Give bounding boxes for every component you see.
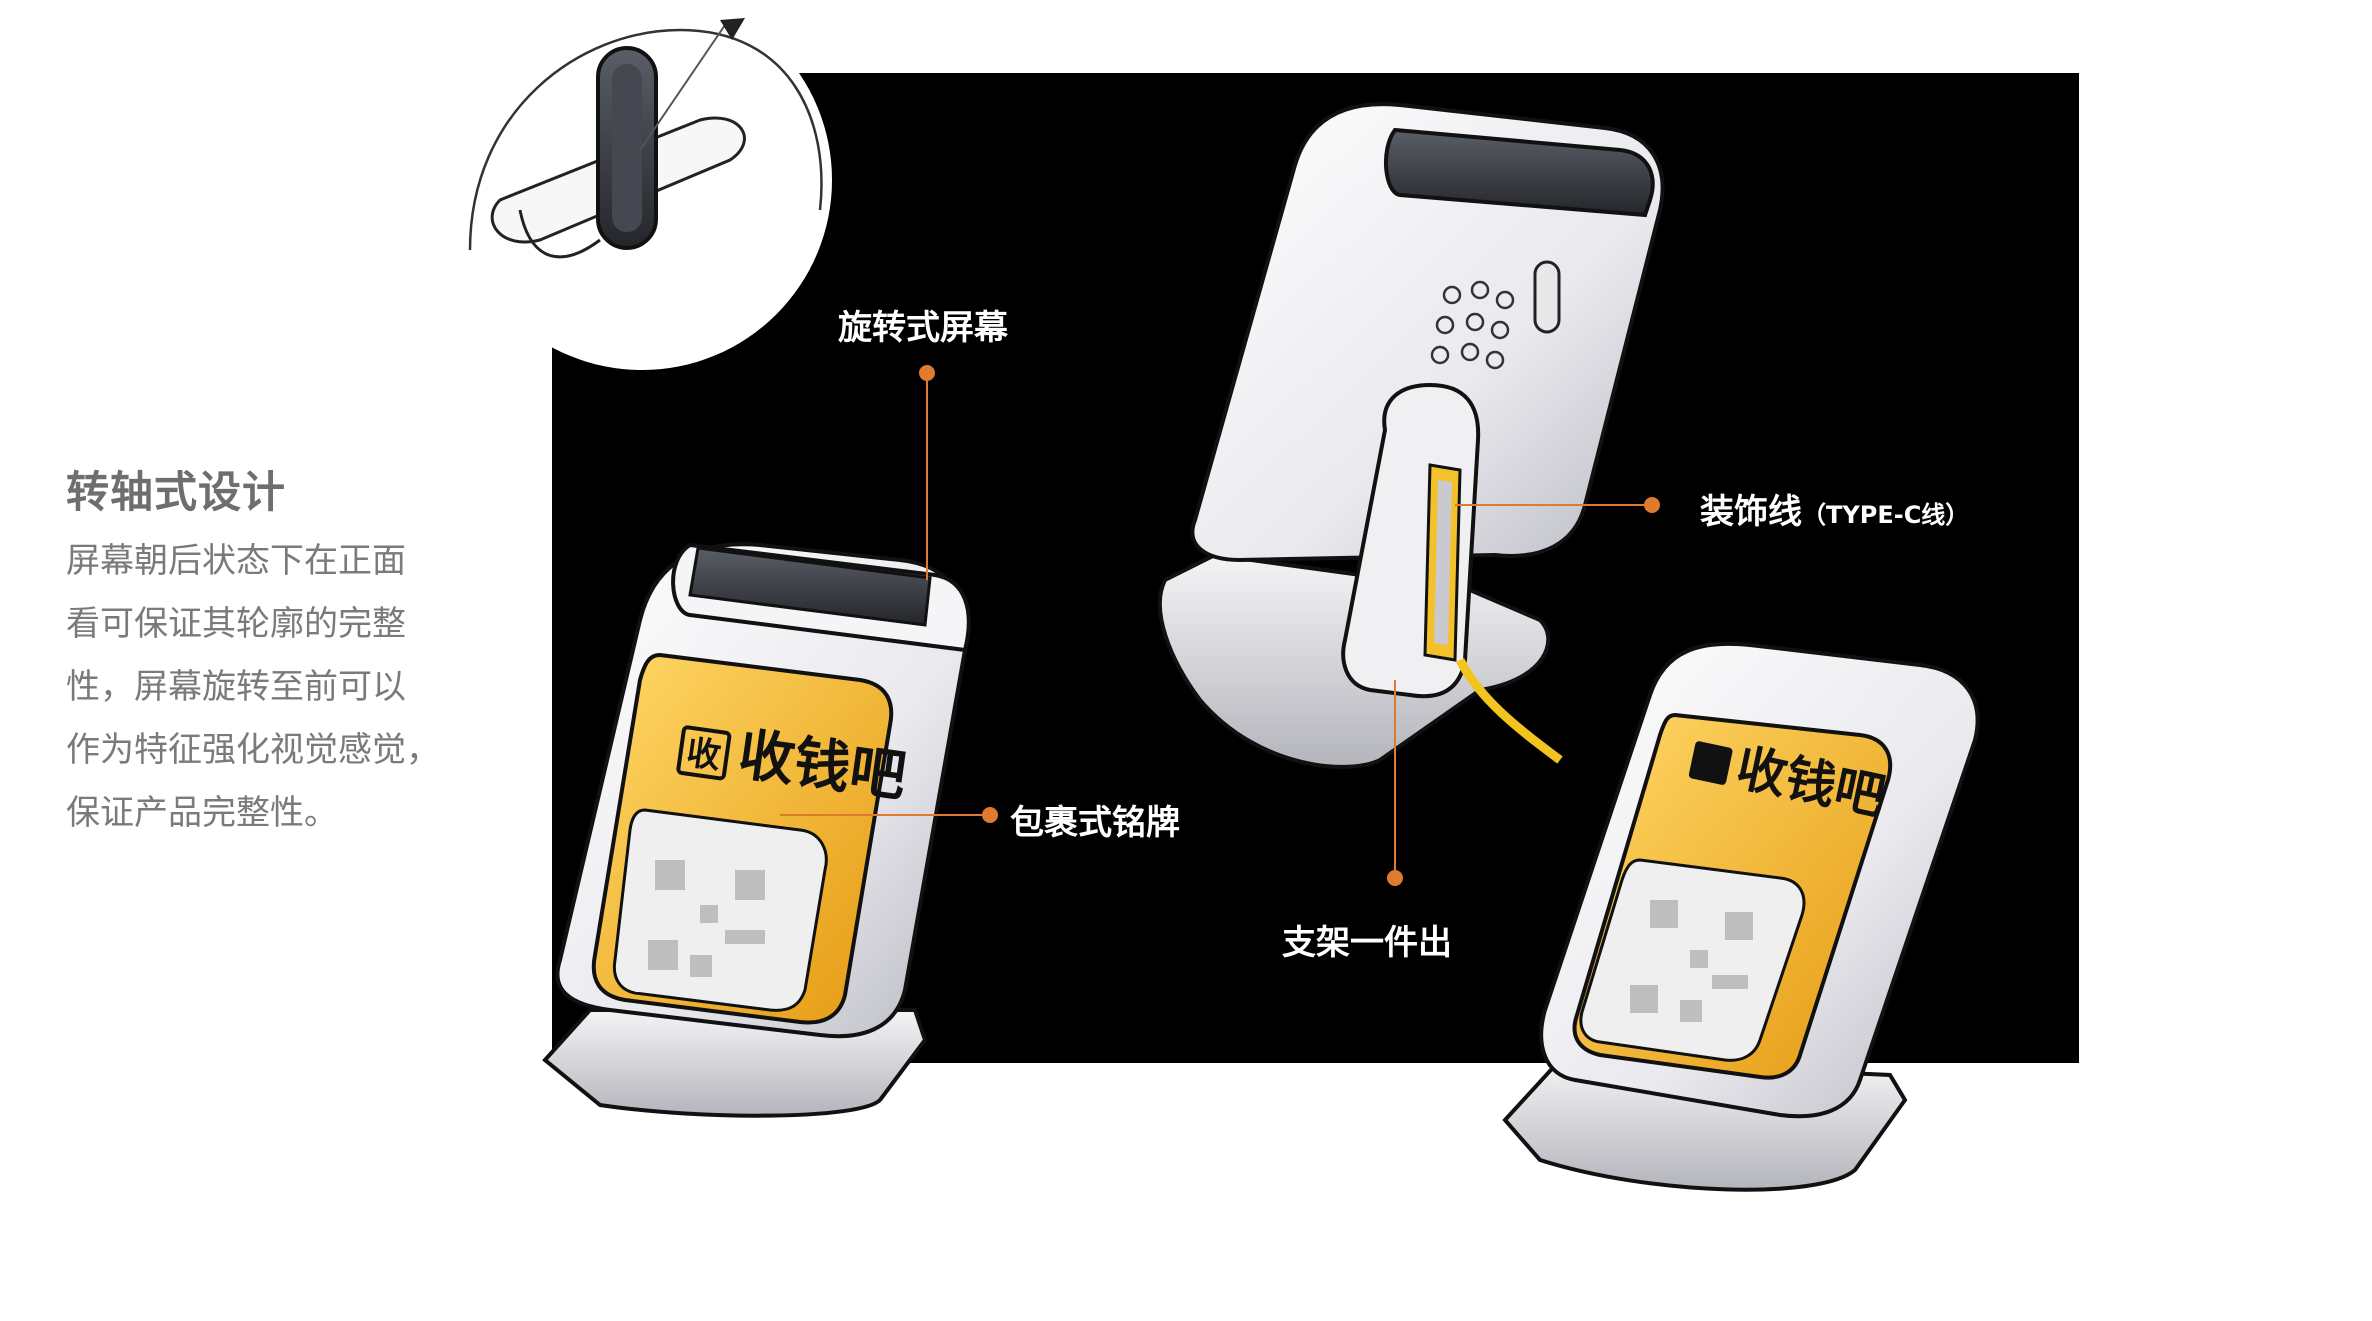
callout-decorative-line-label: 装饰线 — [1700, 492, 1802, 532]
side-title: 转轴式设计 — [66, 468, 286, 518]
back-view-device — [1157, 102, 1665, 769]
leader-dot-decorative — [1644, 497, 1660, 513]
callout-decorative-line: 装饰线（TYPE-C线） — [1700, 484, 1969, 533]
description-line: 屏幕朝后状态下在正面 — [66, 541, 406, 581]
description-line: 看可保证其轮廓的完整 — [66, 604, 406, 644]
callout-wrapped-nameplate: 包裹式铭牌 — [1010, 803, 1180, 843]
angled-view-device: 收钱吧 — [1502, 641, 1980, 1192]
callout-one-piece-stand: 支架一件出 — [1282, 923, 1452, 963]
description-line: 性，屏幕旋转至前可以 — [66, 667, 406, 707]
callout-rotating-screen: 旋转式屏幕 — [838, 308, 1008, 348]
leader-dot-nameplate — [982, 807, 998, 823]
logo-glyph-left: 收 — [684, 733, 723, 777]
leader-dot-stand — [1387, 870, 1403, 886]
description-line: 作为特征强化视觉感觉， — [66, 730, 440, 770]
leader-dot-rotating-screen — [919, 365, 935, 381]
description-line: 保证产品完整性。 — [66, 793, 338, 833]
side-description: 屏幕朝后状态下在正面 看可保证其轮廓的完整 性，屏幕旋转至前可以 作为特征强化视… — [66, 530, 446, 845]
rotation-detail-circle — [452, 0, 832, 370]
front-view-device: 收 收钱吧 — [542, 542, 971, 1118]
callout-decorative-line-note: （TYPE-C线） — [1802, 501, 1970, 529]
